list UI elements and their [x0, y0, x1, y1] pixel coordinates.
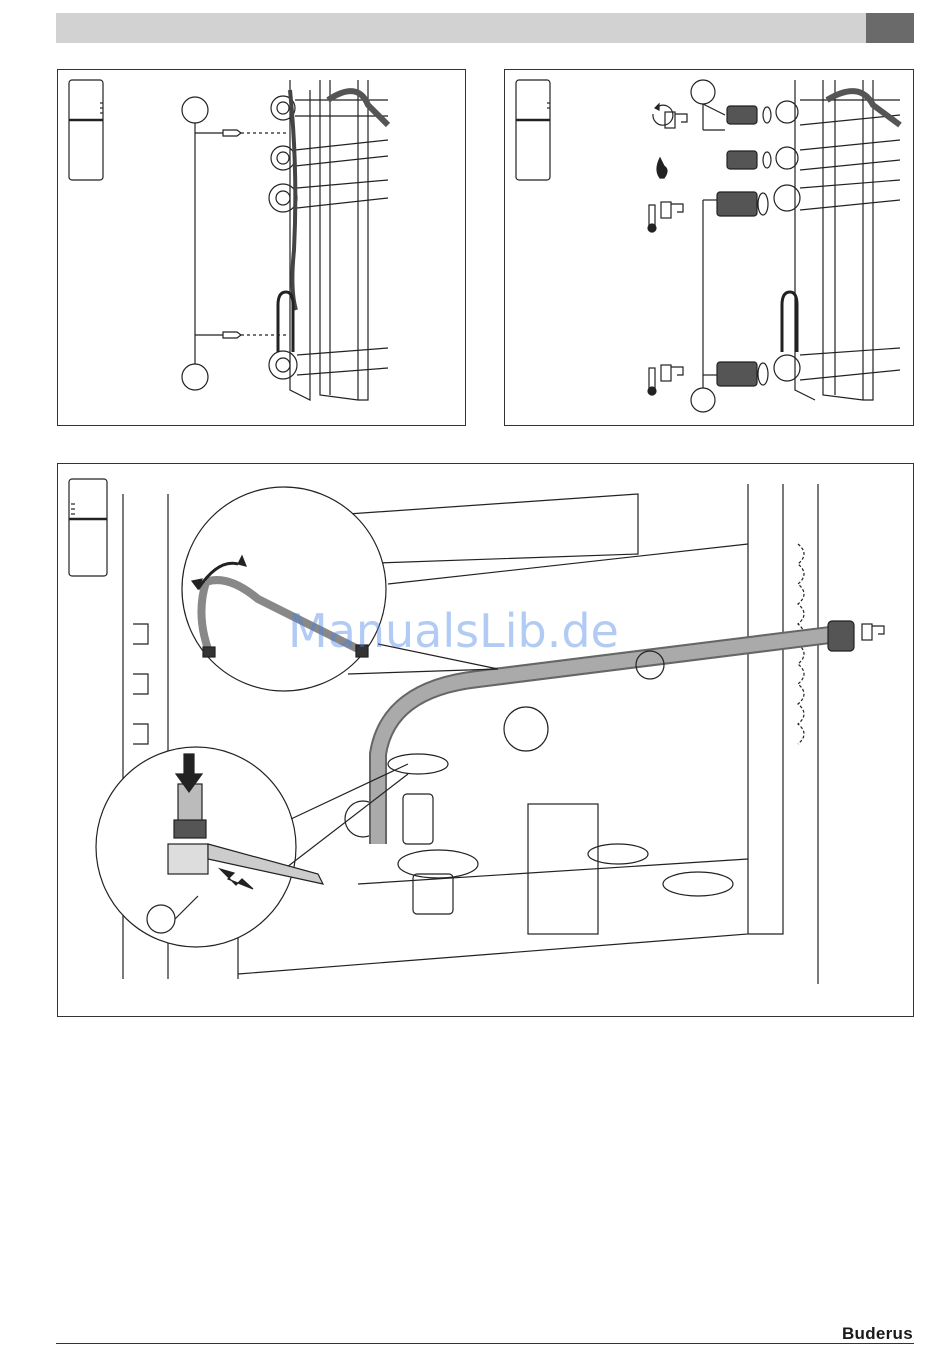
figure-hose — [57, 463, 914, 1017]
header-bar — [56, 13, 866, 43]
figure-fittings — [504, 69, 914, 426]
figure-screws — [57, 69, 466, 426]
hose-illustration — [58, 464, 915, 1018]
header-tab — [866, 13, 914, 43]
watermark: ManualsLib.de — [288, 604, 688, 658]
screw-mounting-illustration — [58, 70, 467, 427]
brand-logo: Buderus — [842, 1324, 913, 1344]
footer-line — [56, 1343, 914, 1344]
fittings-illustration — [505, 70, 915, 427]
